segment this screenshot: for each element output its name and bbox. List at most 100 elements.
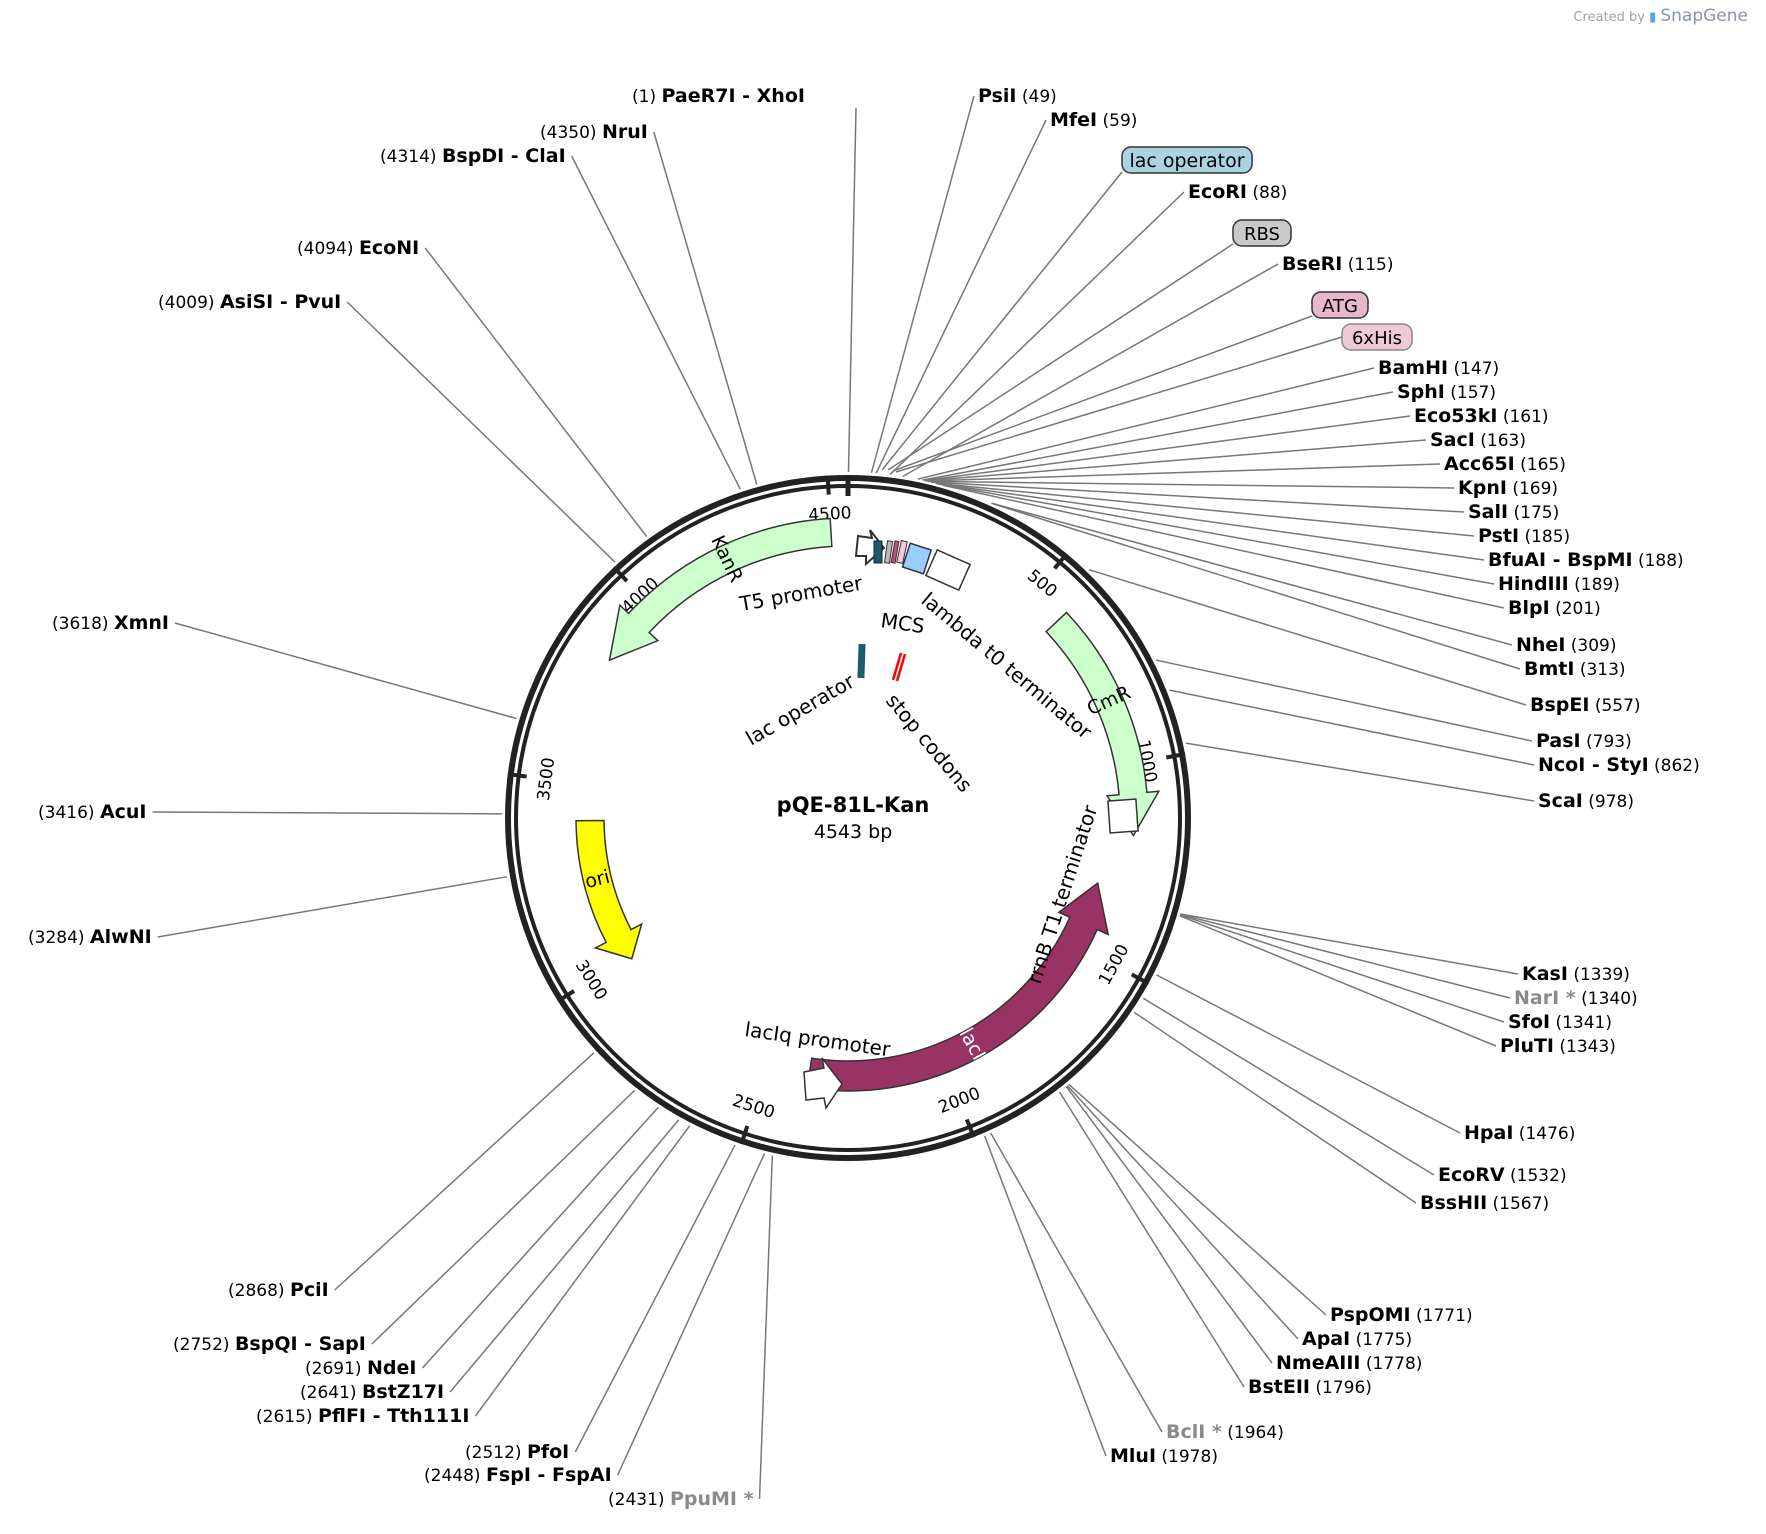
- site-fspi: (2448) FspI - FspAI: [424, 1464, 612, 1486]
- leader-bspdi: [570, 155, 741, 490]
- inner-stop-codons-label: stop codons: [881, 689, 977, 797]
- leader-bsteii: [1058, 1091, 1245, 1388]
- site-label-ndei: (2691) NdeI: [305, 1357, 416, 1379]
- site-label-saci: SacI (163): [1430, 429, 1526, 451]
- leader-econi: [424, 247, 648, 538]
- tick-label-3000: 3000: [571, 957, 611, 1004]
- site-alwni: (3284) AlwNI: [28, 926, 152, 948]
- feature-tag-6xhis: 6xHis: [1341, 323, 1413, 351]
- leader-kpni: [928, 480, 1455, 489]
- mcs-shape: [901, 542, 933, 575]
- site-label-mlui: MluI (1978): [1110, 1445, 1218, 1467]
- leader-asisi: [346, 301, 616, 563]
- site-label-bcli: BclI * (1964): [1166, 1421, 1284, 1443]
- site-label-bsshii: BssHII (1567): [1420, 1192, 1549, 1214]
- site-bsshii: BssHII (1567): [1420, 1192, 1549, 1214]
- plasmid-name: pQE-81L-Kan: [777, 793, 930, 817]
- leader-eco53ki: [924, 415, 1411, 482]
- site-label-kasi: KasI (1339): [1522, 963, 1630, 985]
- feature-tag-rbs-label: RBS: [1244, 224, 1280, 245]
- site-ncoi: NcoI - StyI (862): [1538, 754, 1700, 776]
- leader-psii: [870, 95, 975, 473]
- leader-acui: [152, 811, 503, 815]
- site-pflfi: (2615) PflFI - Tth111I: [256, 1405, 469, 1427]
- leader-ecori: [889, 191, 1185, 476]
- tick-mark-3000: [556, 989, 576, 1003]
- leader-paer7i: [847, 107, 857, 473]
- site-acc65i: Acc65I (165): [1444, 453, 1566, 475]
- leader-sali: [930, 481, 1465, 513]
- site-label-apai: ApaI (1775): [1302, 1328, 1412, 1350]
- leader-mfei: [875, 119, 1047, 474]
- snapgene-logo-icon: ▮: [1649, 10, 1657, 25]
- leader-alwni: [157, 875, 508, 938]
- site-bseri: BseRI (115): [1282, 253, 1394, 275]
- tick-mark-1500: [1130, 972, 1150, 986]
- site-label-fspi: (2448) FspI - FspAI: [424, 1464, 612, 1486]
- site-ecorv: EcoRV (1532): [1438, 1164, 1567, 1186]
- laciq-promoter-shape: [803, 1057, 843, 1110]
- site-pasi: PasI (793): [1536, 730, 1632, 752]
- site-label-nrui: (4350) NruI: [540, 121, 648, 143]
- site-label-nmeaiii: NmeAIII (1778): [1276, 1352, 1422, 1374]
- tick-mark-500: [1053, 552, 1069, 570]
- feature-tag-6xhis-leader: [895, 336, 1343, 473]
- site-bamhi: BamHI (147): [1378, 357, 1499, 379]
- site-label-nhei: NheI (309): [1516, 634, 1617, 656]
- feature-tag-rbs-leader: [887, 243, 1234, 471]
- snapgene-branding: Created by ▮ SnapGene: [1573, 6, 1748, 26]
- site-label-sfoi: SfoI (1341): [1508, 1011, 1612, 1033]
- leader-xmni: [174, 622, 517, 720]
- tick-mark-4500: [825, 475, 831, 495]
- site-label-bspqi: (2752) BspQI - SapI: [173, 1333, 366, 1355]
- site-label-pasi: PasI (793): [1536, 730, 1632, 752]
- tick-label-2000: 2000: [936, 1084, 984, 1118]
- feature-tag-atg-label: ATG: [1322, 296, 1358, 317]
- site-label-pflfi: (2615) PflFI - Tth111I: [256, 1405, 469, 1427]
- tick-label-2500: 2500: [730, 1091, 777, 1123]
- feature-tag-lac-operator-label: lac operator: [1129, 150, 1244, 172]
- site-asisi: (4009) AsiSI - PvuI: [158, 291, 341, 313]
- site-acui: (3416) AcuI: [38, 801, 147, 823]
- brand-prefix: Created by: [1573, 10, 1645, 25]
- site-label-bspdi: (4314) BspDI - ClaI: [380, 145, 566, 167]
- site-label-bstz17i: (2641) BstZ17I: [300, 1381, 444, 1403]
- 6xhis-shape: [896, 540, 908, 564]
- site-mfei: MfeI (59): [1050, 109, 1137, 131]
- site-label-acui: (3416) AcuI: [38, 801, 147, 823]
- site-mlui: MluI (1978): [1110, 1445, 1218, 1467]
- site-sfoi: SfoI (1341): [1508, 1011, 1612, 1033]
- site-pcii: (2868) PciI: [228, 1279, 329, 1301]
- site-label-hindiii: HindIII (189): [1498, 573, 1620, 595]
- leader-ppumi: [758, 1155, 774, 1500]
- leader-bmti: [992, 503, 1521, 670]
- site-kpni: KpnI (169): [1458, 477, 1558, 499]
- site-label-ecorv: EcoRV (1532): [1438, 1164, 1567, 1186]
- site-bcli: BclI * (1964): [1166, 1421, 1284, 1443]
- site-hindiii: HindIII (189): [1498, 573, 1620, 595]
- leader-hindiii: [937, 483, 1495, 585]
- site-label-xmni: (3618) XmnI: [52, 612, 169, 634]
- site-pluti: PluTI (1343): [1500, 1035, 1616, 1057]
- site-label-pfoi: (2512) PfoI: [465, 1441, 569, 1463]
- site-label-scai: ScaI (978): [1538, 790, 1634, 812]
- leader-bspei: [1088, 568, 1527, 706]
- site-nmeaiii: NmeAIII (1778): [1276, 1352, 1422, 1374]
- feature-arrow-kanr: [608, 517, 833, 662]
- site-kasi: KasI (1339): [1522, 963, 1630, 985]
- leader-apai: [1066, 1085, 1299, 1340]
- atg-shape: [890, 540, 900, 564]
- lambda-t0-terminator-label: lambda t0 terminator: [917, 587, 1097, 744]
- site-apai: ApaI (1775): [1302, 1328, 1412, 1350]
- site-label-pluti: PluTI (1343): [1500, 1035, 1616, 1057]
- site-label-kpni: KpnI (169): [1458, 477, 1558, 499]
- feature-arrow-laci: [806, 881, 1110, 1092]
- site-nhei: NheI (309): [1516, 634, 1617, 656]
- leader-nhei: [991, 502, 1513, 646]
- site-label-ncoi: NcoI - StyI (862): [1538, 754, 1700, 776]
- site-xmni: (3618) XmnI: [52, 612, 169, 634]
- leader-ecorv: [1142, 997, 1435, 1176]
- leader-kasi: [1180, 913, 1519, 975]
- site-psti: PstI (185): [1478, 525, 1570, 547]
